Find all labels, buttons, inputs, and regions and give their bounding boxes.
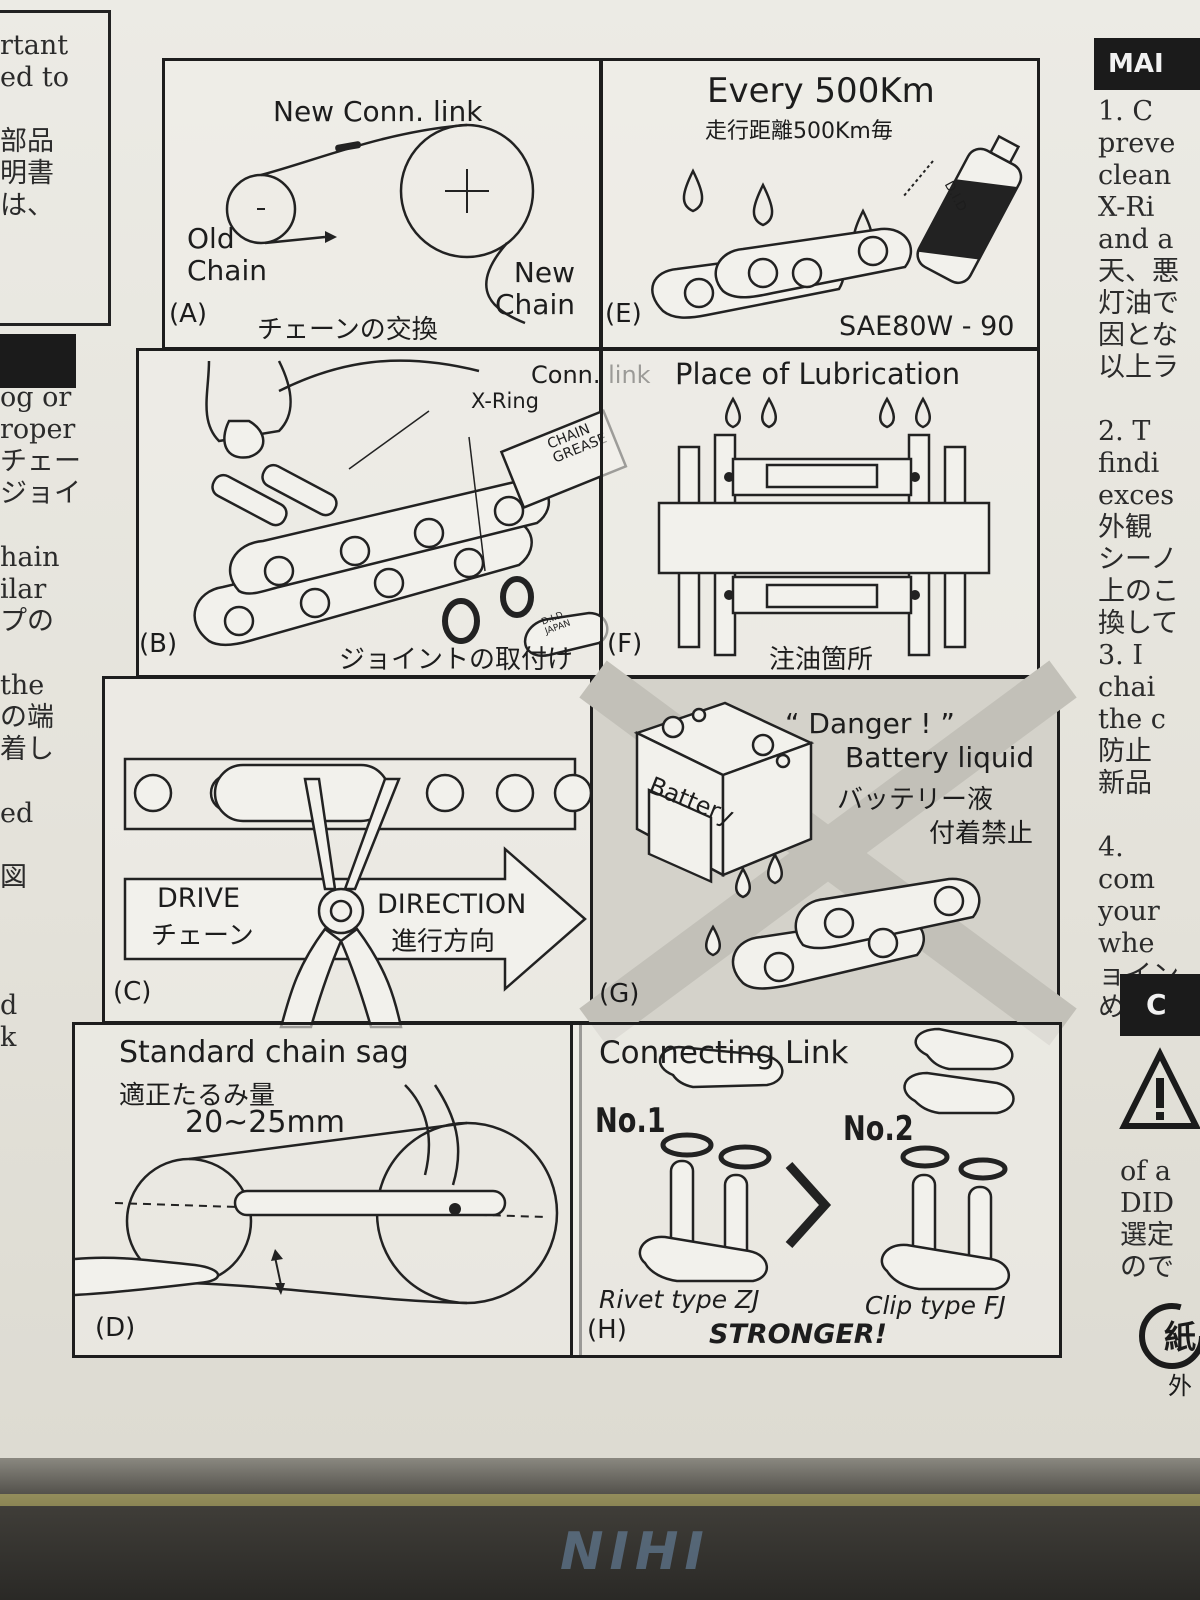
battery-liquid-label: Battery liquid [845,741,1035,774]
panel-h-letter: (H) [587,1315,627,1345]
panel-d: Standard chain sag 適正たるみ量 20~25mm (D) [72,1022,582,1358]
old-chain-label: Old Chain [187,222,267,287]
panel-f-title: Place of Lubrication [675,357,961,391]
direction-label-jp: 進行方向 [391,927,496,957]
panel-g: “ Danger ! ” Battery liquid バッテリー液 付着禁止 … [579,660,1077,1046]
new-conn-link-label: New Conn. link [273,95,483,128]
chain-sag-value: 20~25mm [185,1105,345,1140]
stronger-label: STRONGER! [709,1319,887,1350]
no1-label: No.1 [595,1101,666,1141]
panel-a-letter: (A) [169,299,208,329]
panel-e: Every 500Km 走行距離500Km毎 SAE80W - 90 (E) D… [600,58,1040,350]
panel-e-title: Every 500Km [707,71,935,111]
svg-text:外: 外 [1168,1372,1192,1400]
panel-b-letter: (B) [139,629,178,659]
instruction-grid: New Conn. link Old Chain New Chain (A) チ… [72,40,1077,1360]
no-contact-jp: 付着禁止 [929,819,1034,849]
right-section-tab: MAI [1094,38,1200,90]
clip-type-label: Clip type FJ [865,1291,1006,1320]
svg-text:紙: 紙 [1164,1318,1196,1356]
panel-b: Conn. link X-Ring CHAIN GREASE D.I.D JAP… [136,348,651,678]
panel-h-title: Connecting Link [599,1035,849,1071]
panel-f-caption: 注油箇所 [769,645,874,675]
no2-label: No.2 [843,1109,914,1149]
new-chain-label: New Chain [495,256,575,321]
panel-d-title: Standard chain sag [119,1035,409,1070]
left-text-frame [0,10,111,326]
drive-label-jp: チェーン [151,921,254,951]
panel-f: Place of Lubrication (F) 注油箇所 [600,348,1040,678]
x-ring-label: X-Ring [471,389,539,413]
panel-c-letter: (C) [113,977,152,1007]
panel-a: New Conn. link Old Chain New Chain (A) チ… [162,58,602,350]
panel-h: Connecting Link No.1 No.2 Rivet type ZJ … [570,1022,1062,1358]
box-bottom-edge: NIHI [0,1458,1200,1600]
recycle-icon: 紙 外 [1139,1303,1200,1400]
drive-label: DRIVE [157,883,241,914]
left-section-bar [0,334,76,388]
battery-liquid-jp: バッテリー液 [837,785,994,815]
danger-warning: “ Danger ! ” [785,707,955,740]
left-column-text: rtant ed to 部品 明書 は、 og or roper チェー ジョイ… [0,30,81,1053]
direction-label: DIRECTION [377,889,527,920]
panel-c: DRIVE チェーン DIRECTION 進行方向 (C) [102,676,602,1029]
panel-f-letter: (F) [607,629,643,659]
rivet-type-label: Rivet type ZJ [599,1285,760,1314]
right-section-tab-2: C [1120,974,1200,1036]
panel-e-letter: (E) [605,299,642,329]
panel-a-caption: チェーンの交換 [257,315,438,345]
panel-e-title-jp: 走行距離500Km毎 [705,119,893,144]
right-column-text-2: of a DID 選定 ので [1120,1156,1174,1283]
panel-d-letter: (D) [95,1313,136,1343]
right-column-text: 1. C preve clean X-Ri and a 天、悪 灯油で 因とな … [1098,96,1179,1023]
panel-d-title-jp: 適正たるみ量 [119,1081,276,1111]
warning-icon [1119,1047,1200,1129]
panel-b-caption: ジョイントの取付け [339,645,574,675]
lubricant-spec: SAE80W - 90 [839,311,1015,342]
panel-g-letter: (G) [599,979,640,1009]
